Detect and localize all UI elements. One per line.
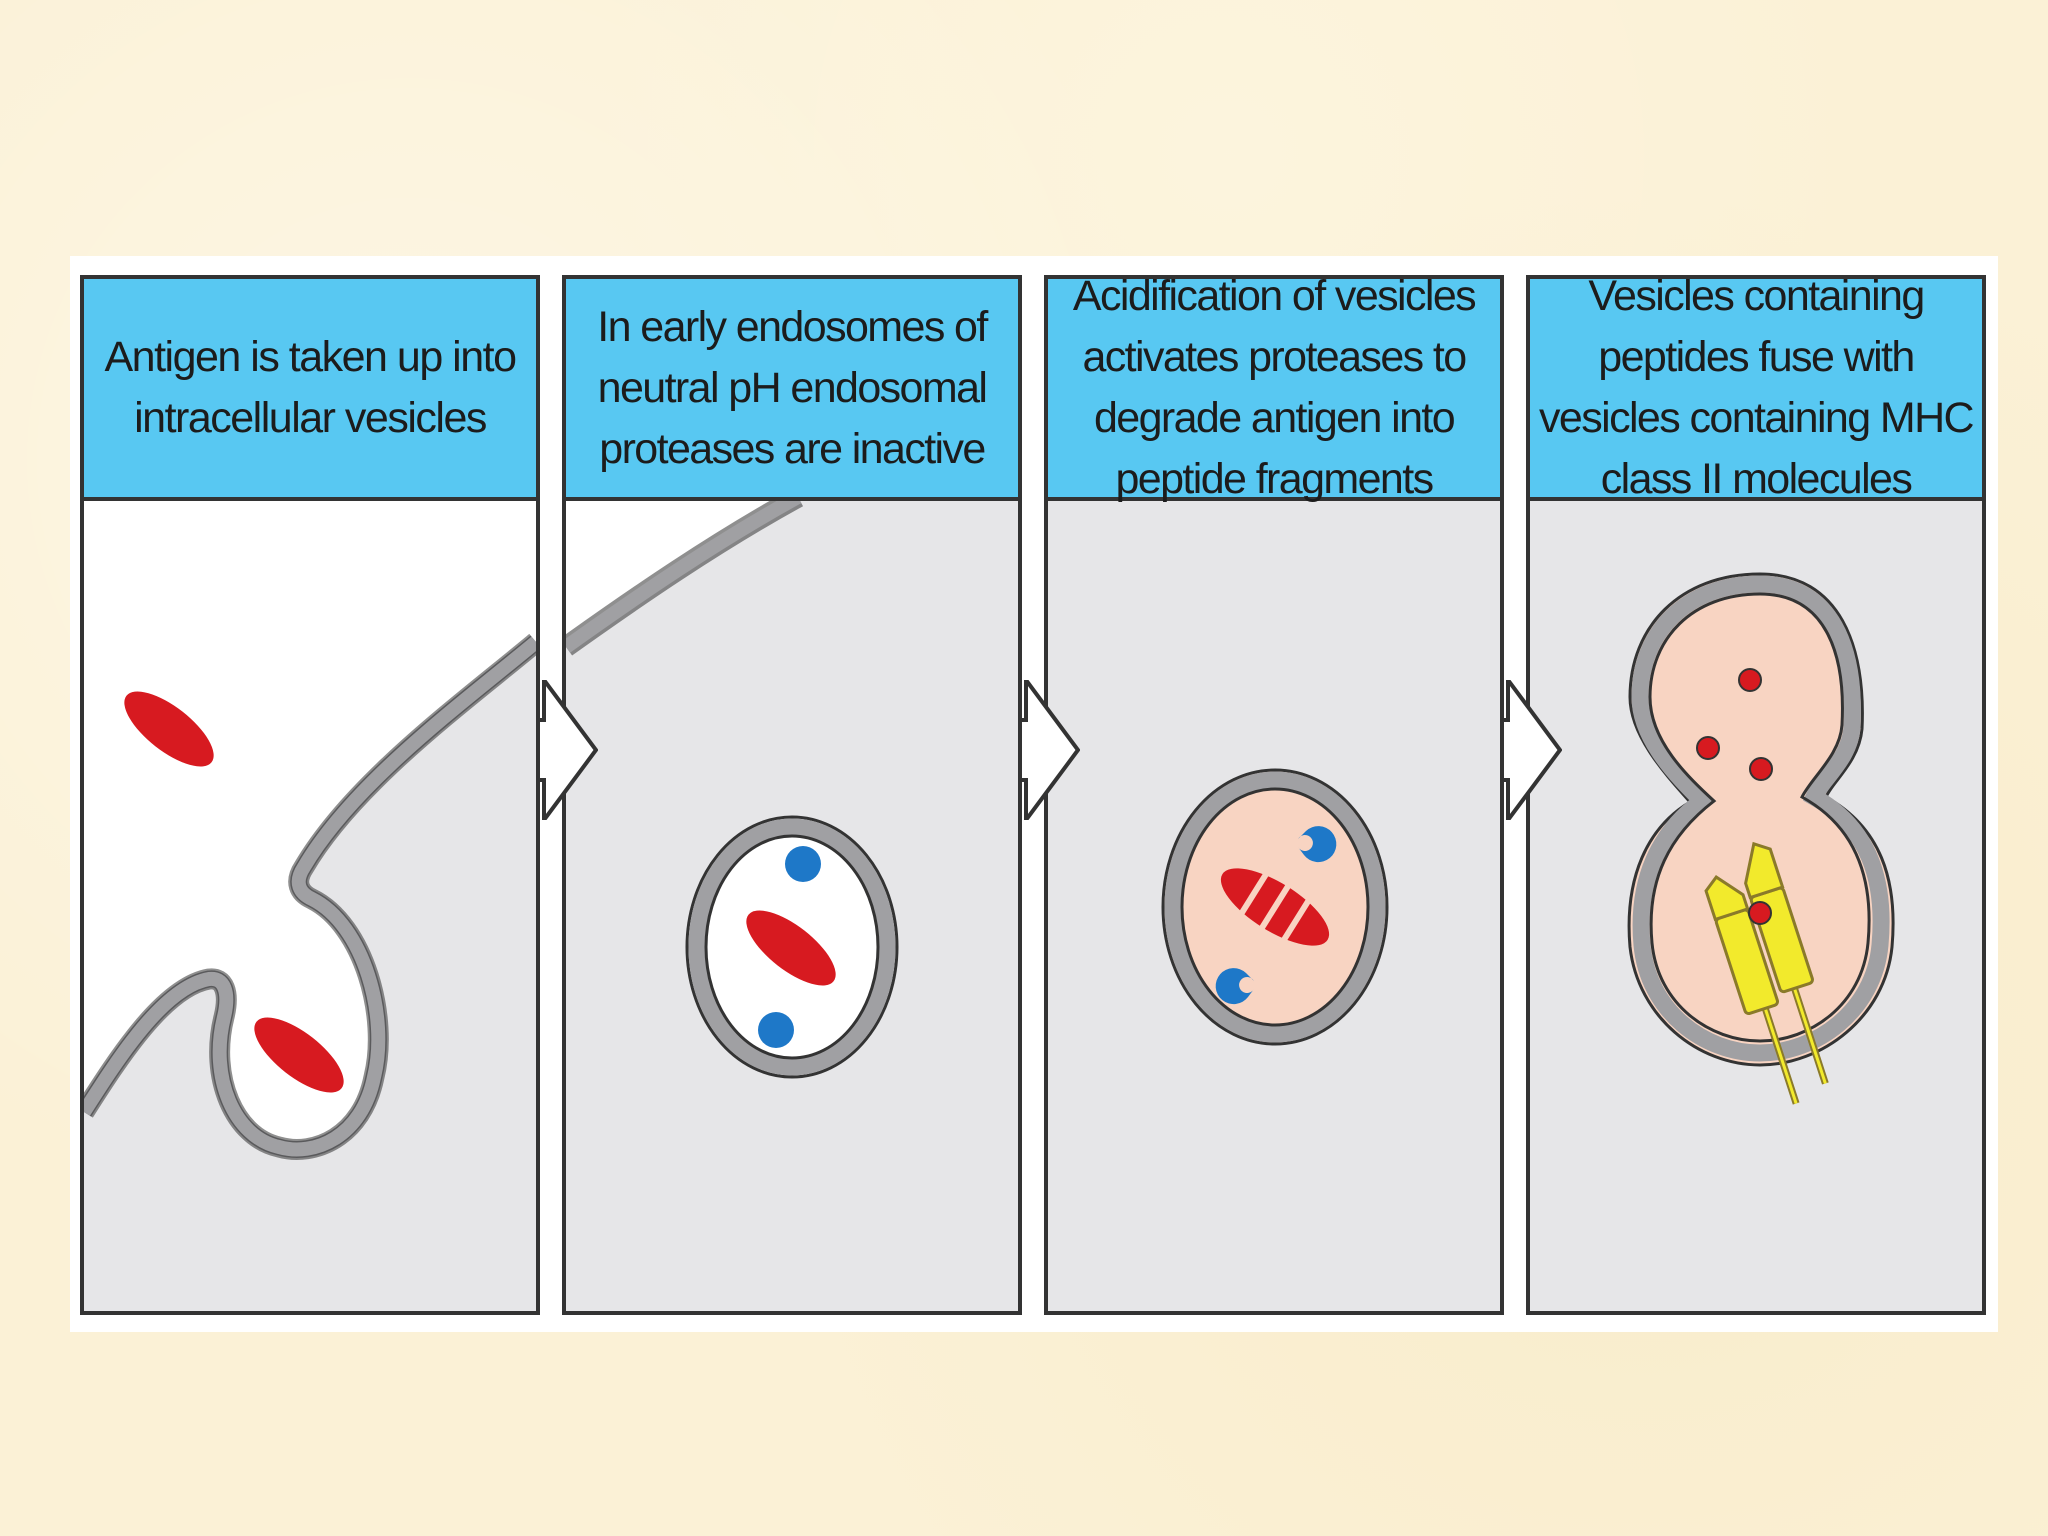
panel-4-illustration — [1627, 572, 1895, 1105]
peptide-icon — [1748, 901, 1772, 925]
panel-3-illustration — [1161, 768, 1389, 1046]
panel-1-header: Antigen is taken up into intracellular v… — [84, 279, 536, 501]
protease-icon — [1298, 826, 1337, 863]
peptide-icon — [1749, 757, 1773, 781]
panel-1-title: Antigen is taken up into intracellular v… — [104, 333, 517, 442]
panel-2-illustration — [566, 497, 899, 1079]
panel-3-header: Acidification of vesicles activates prot… — [1048, 279, 1500, 503]
panel-2-header: In early endosomes of neutral pH endosom… — [566, 279, 1018, 501]
fusing-vesicles — [1627, 572, 1895, 1067]
panel-4-header: Vesicles containing peptides fuse with v… — [1530, 279, 1982, 503]
protease-icon — [758, 1012, 794, 1048]
arrow-right-icon — [536, 680, 598, 820]
peptide-icon — [1696, 736, 1720, 760]
antigen-icon — [746, 910, 836, 986]
antigen-icon — [124, 691, 214, 767]
panel-1-uptake: Antigen is taken up into intracellular v… — [80, 275, 540, 1315]
panel-2-title: In early endosomes of neutral pH endosom… — [597, 302, 988, 473]
panel-3-acidification: Acidification of vesicles activates prot… — [1044, 275, 1504, 1315]
panel-2-early-endosome: In early endosomes of neutral pH endosom… — [562, 275, 1022, 1315]
protease-icon — [785, 846, 821, 882]
panel-3-title: Acidification of vesicles activates prot… — [1072, 275, 1477, 503]
extracellular-space — [84, 497, 536, 1150]
arrow-right-icon — [1500, 680, 1562, 820]
arrow-right-icon — [1018, 680, 1080, 820]
plasma-membrane — [566, 497, 802, 653]
peptide-icon — [1220, 866, 1330, 948]
extracellular-space — [566, 497, 798, 647]
panel-4-title: Vesicles containing peptides fuse with v… — [1539, 275, 1975, 503]
panel-1-illustration — [84, 497, 536, 1160]
panel-4-fusion: Vesicles containing peptides fuse with v… — [1526, 275, 1986, 1315]
peptide-icon — [1738, 668, 1762, 692]
antigen-icon — [254, 1017, 344, 1093]
protease-icon — [1215, 968, 1254, 1005]
